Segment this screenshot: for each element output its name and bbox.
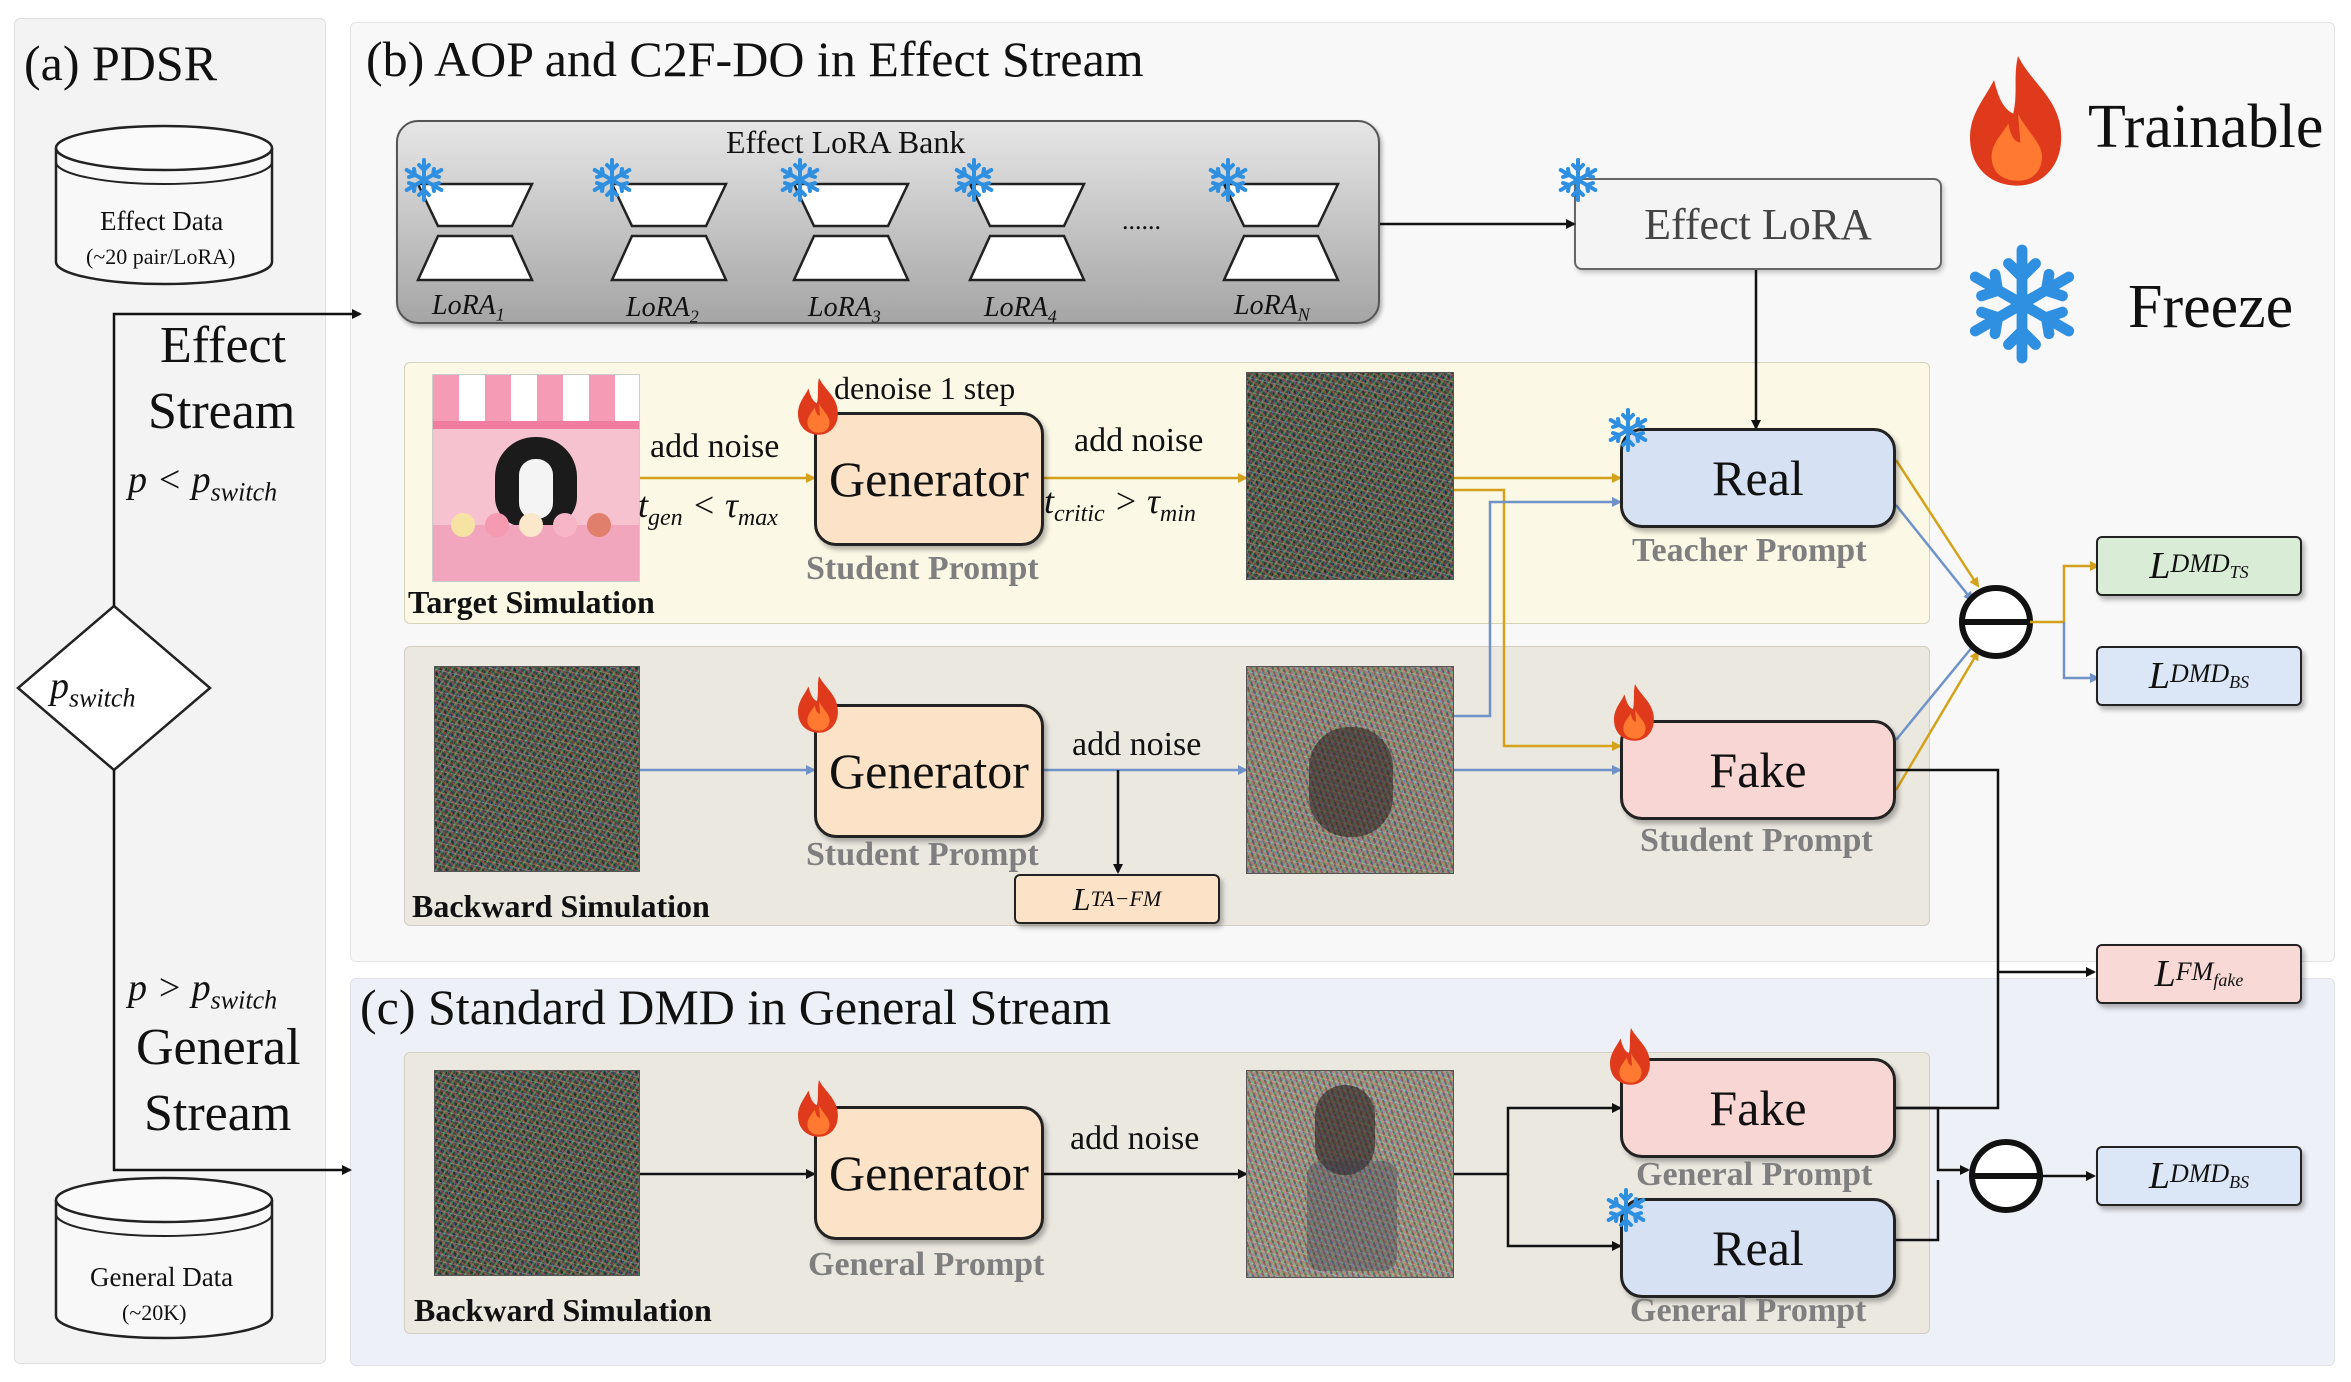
general-noisy-image xyxy=(1246,1070,1454,1278)
t-gen-condition: tgen < τmax xyxy=(638,485,778,532)
general-stream-line1: General xyxy=(136,1019,301,1076)
target-add-noise-2: add noise xyxy=(1074,422,1204,459)
legend-trainable-label: Trainable xyxy=(2088,93,2324,161)
general-real-label: Real xyxy=(1712,1220,1804,1276)
general-fake-box: Fake xyxy=(1620,1058,1896,1158)
effect-stream-condition: p < pswitch xyxy=(128,459,278,507)
lora-label-1: LoRA1 xyxy=(432,290,505,325)
effect-lora-label: Effect LoRA xyxy=(1644,199,1872,249)
general-stream-line2: Stream xyxy=(144,1085,292,1142)
lora-icons xyxy=(416,182,1340,282)
effect-stream-line2: Stream xyxy=(148,383,296,440)
target-simulation-label: Target Simulation xyxy=(408,584,655,620)
general-generator-label: Generator xyxy=(829,1145,1029,1201)
t-critic-condition: tcritic > τmin xyxy=(1044,481,1196,528)
effect-data-count: (~20 pair/LoRA) xyxy=(86,244,236,269)
general-add-noise: add noise xyxy=(1070,1120,1200,1157)
effect-real-box: Real xyxy=(1620,428,1896,528)
target-generator-label: Generator xyxy=(829,451,1029,507)
lora-ellipsis: ...... xyxy=(1122,206,1161,235)
general-generator-prompt: General Prompt xyxy=(808,1246,1045,1283)
switch-label: pswitch xyxy=(50,665,136,713)
legend-freeze-label: Freeze xyxy=(2128,273,2294,341)
effect-fake-box: Fake xyxy=(1620,720,1896,820)
general-stream-condition: p > pswitch xyxy=(128,967,278,1015)
backward-simulation-label: Backward Simulation xyxy=(412,888,710,924)
lora-label-2: LoRA2 xyxy=(626,292,699,327)
general-backward-simulation-label: Backward Simulation xyxy=(414,1292,712,1328)
general-real-prompt: General Prompt xyxy=(1630,1292,1867,1329)
backward-input-noise xyxy=(434,666,640,872)
denoise-label: denoise 1 step xyxy=(834,370,1016,406)
lora-label-n: LoRAN xyxy=(1234,290,1310,325)
effect-data-label: Effect Data xyxy=(100,206,224,236)
lora-bank-title: Effect LoRA Bank xyxy=(726,124,966,160)
backward-generator-label: Generator xyxy=(829,743,1029,799)
lora-label-3: LoRA3 xyxy=(808,292,881,327)
target-image xyxy=(432,374,640,582)
effect-lora-box: Effect LoRA xyxy=(1574,178,1942,270)
target-add-noise-1: add noise xyxy=(650,428,780,465)
general-data-cylinder xyxy=(54,1176,274,1340)
general-fake-prompt: General Prompt xyxy=(1636,1156,1873,1193)
subtract-operator-general xyxy=(1969,1139,2043,1213)
general-generator: Generator xyxy=(814,1106,1044,1240)
backward-generator: Generator xyxy=(814,704,1044,838)
effect-real-label: Real xyxy=(1712,450,1804,506)
teacher-prompt: Teacher Prompt xyxy=(1632,532,1867,569)
general-data-count: (~20K) xyxy=(122,1300,187,1325)
backward-add-noise: add noise xyxy=(1072,726,1202,763)
pdsr-title: (a) PDSR xyxy=(24,35,218,91)
effect-stream-line1: Effect xyxy=(160,317,287,374)
subtract-operator-effect xyxy=(1959,585,2033,659)
effect-panel-title: (b) AOP and C2F-DO in Effect Stream xyxy=(366,31,1144,87)
backward-student-prompt: Student Prompt xyxy=(806,836,1039,873)
fake-student-prompt: Student Prompt xyxy=(1640,822,1873,859)
target-generator: Generator xyxy=(814,412,1044,546)
effect-fake-label: Fake xyxy=(1709,742,1807,798)
backward-noisy-image xyxy=(1246,666,1454,874)
target-noisy-image xyxy=(1246,372,1454,580)
general-input-noise xyxy=(434,1070,640,1276)
general-fake-label: Fake xyxy=(1709,1080,1807,1136)
lora-label-4: LoRA4 xyxy=(984,292,1057,327)
general-real-box: Real xyxy=(1620,1198,1896,1298)
general-panel-title: (c) Standard DMD in General Stream xyxy=(360,979,1112,1035)
target-student-prompt: Student Prompt xyxy=(806,550,1039,587)
general-data-label: General Data xyxy=(90,1262,234,1292)
effect-data-cylinder xyxy=(54,124,274,286)
